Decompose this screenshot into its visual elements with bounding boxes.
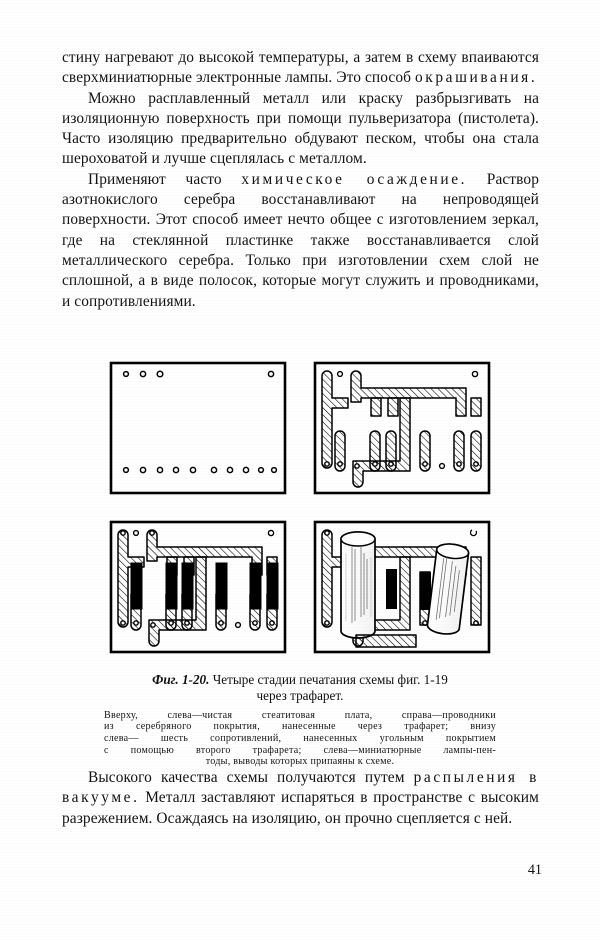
panel-pentode-tubes — [308, 517, 496, 660]
mounting-holes — [122, 370, 278, 474]
pentode-tube-right — [426, 543, 470, 635]
body-text-block: стину нагревают до высокой температуры, … — [62, 48, 539, 312]
bottom-return-trace — [355, 634, 417, 648]
tube-internal-elements — [351, 547, 368, 623]
text-run: Раствор азотнокислого серебра восстанавл… — [62, 170, 539, 310]
tube-internal-elements — [435, 556, 460, 620]
text-run: стину нагревают до высокой температуры, … — [62, 49, 539, 87]
paragraph: Высокого качества схемы получаются путем… — [62, 768, 539, 829]
conductor-traces — [321, 370, 482, 488]
figure-title-line-2: через трафарет. — [256, 688, 344, 704]
panel-clean-steatite-plate — [104, 358, 292, 501]
bare-holes — [132, 529, 275, 629]
bare-holes — [336, 370, 479, 470]
solder-eyelets — [324, 530, 479, 626]
figure-caption-title: Фиг. 1-20. Четыре стадии печатания схемы… — [90, 672, 510, 705]
carbon-resistor-strips — [130, 562, 279, 610]
emphasized-run: окрашивания. — [415, 69, 538, 87]
figure-caption-body: Вверху, слева—чистая стеатитовая плата, … — [104, 710, 496, 768]
text-run: Металл заставляют испаряться в пространс… — [62, 789, 539, 827]
page-number: 41 — [527, 862, 542, 878]
paragraph: Применяют часто химическое осаждение. Ра… — [62, 170, 539, 312]
caption-line: слева— шесть сопротивлений, нанесенных у… — [104, 733, 496, 744]
caption-line: с помощью второго трафарета; слева—миниа… — [104, 744, 496, 756]
text-run: Высокого качества схемы получаются путем — [88, 769, 414, 786]
emphasized-run: химическое осаждение. — [241, 170, 468, 188]
carbon-resistor-strips — [386, 569, 431, 610]
text-run: Можно расплавленный металл или краску ра… — [62, 89, 539, 168]
panel-silver-conductors — [308, 358, 496, 501]
text-run: Применяют часто — [88, 170, 242, 188]
silver-conductors-drawing — [313, 361, 491, 495]
caption-line: из серебряного покрытия, нанесенные чере… — [104, 721, 496, 733]
panel-carbon-resistors — [104, 517, 292, 660]
paragraph: Можно расплавленный металл или краску ра… — [62, 89, 539, 170]
figure-title-line-1: Четыре стадии печатания схемы фиг. 1-19 — [212, 672, 448, 687]
figure-number: Фиг. 1-20. — [152, 672, 210, 687]
figure-1-20: Фиг. 1-20. Четыре стадии печатания схемы… — [0, 358, 600, 768]
caption-line: Вверху, слева—чистая стеатитовая плата, … — [104, 709, 496, 721]
caption-line: тоды, выводы которых припаяны к схеме. — [205, 756, 395, 768]
solder-eyelets — [120, 530, 275, 628]
pentode-tube-left — [340, 531, 376, 639]
solder-eyelets — [324, 461, 479, 469]
figure-panel-grid — [104, 358, 496, 660]
clean-plate-drawing — [109, 361, 287, 495]
closing-text-block: Высокого качества схемы получаются путем… — [62, 768, 539, 829]
paragraph: стину нагревают до высокой температуры, … — [62, 48, 539, 89]
carbon-resistors-drawing — [109, 520, 287, 654]
emphasized-run: распыления в вакууме. — [62, 769, 539, 807]
pentode-tubes-drawing — [313, 520, 491, 654]
plate-outline — [109, 361, 287, 495]
bare-holes — [469, 529, 478, 537]
